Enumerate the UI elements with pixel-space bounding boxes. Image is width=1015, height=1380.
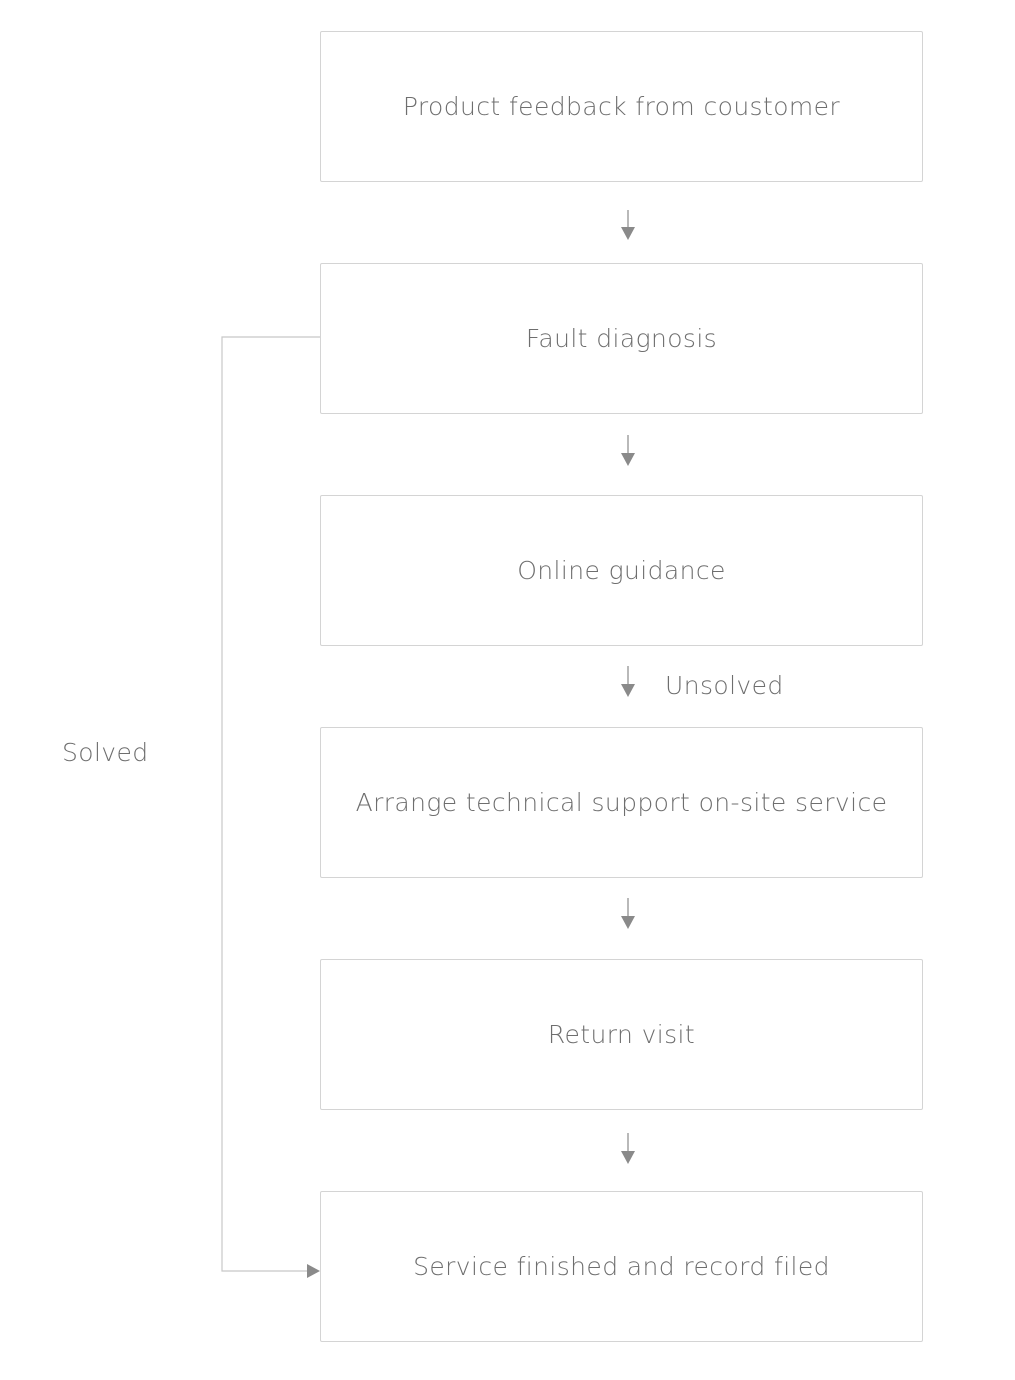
arrow-down-icon [621,435,635,466]
arrow-right-icon [307,1264,320,1278]
step-return-visit: Return visit [320,959,923,1110]
arrow-down-icon [621,1133,635,1164]
step-service-finished: Service finished and record filed [320,1191,923,1342]
arrow-down-icon [621,210,635,240]
arrow-down-icon [621,666,635,697]
step-product-feedback: Product feedback from coustomer [320,31,923,182]
step-label: Product feedback from coustomer [402,92,841,121]
unsolved-label: Unsolved [665,671,784,700]
solved-loop-connector [221,336,320,1278]
step-label: Return visit [547,1020,696,1049]
step-label: Fault diagnosis [525,324,718,353]
step-arrange-onsite-service: Arrange technical support on-site servic… [320,727,923,878]
solved-label: Solved [62,738,149,767]
step-label: Service finished and record filed [413,1252,830,1281]
step-label: Online guidance [517,556,726,585]
step-label: Arrange technical support on-site servic… [355,788,888,817]
step-fault-diagnosis: Fault diagnosis [320,263,923,414]
arrow-down-icon [621,898,635,929]
step-online-guidance: Online guidance [320,495,923,646]
